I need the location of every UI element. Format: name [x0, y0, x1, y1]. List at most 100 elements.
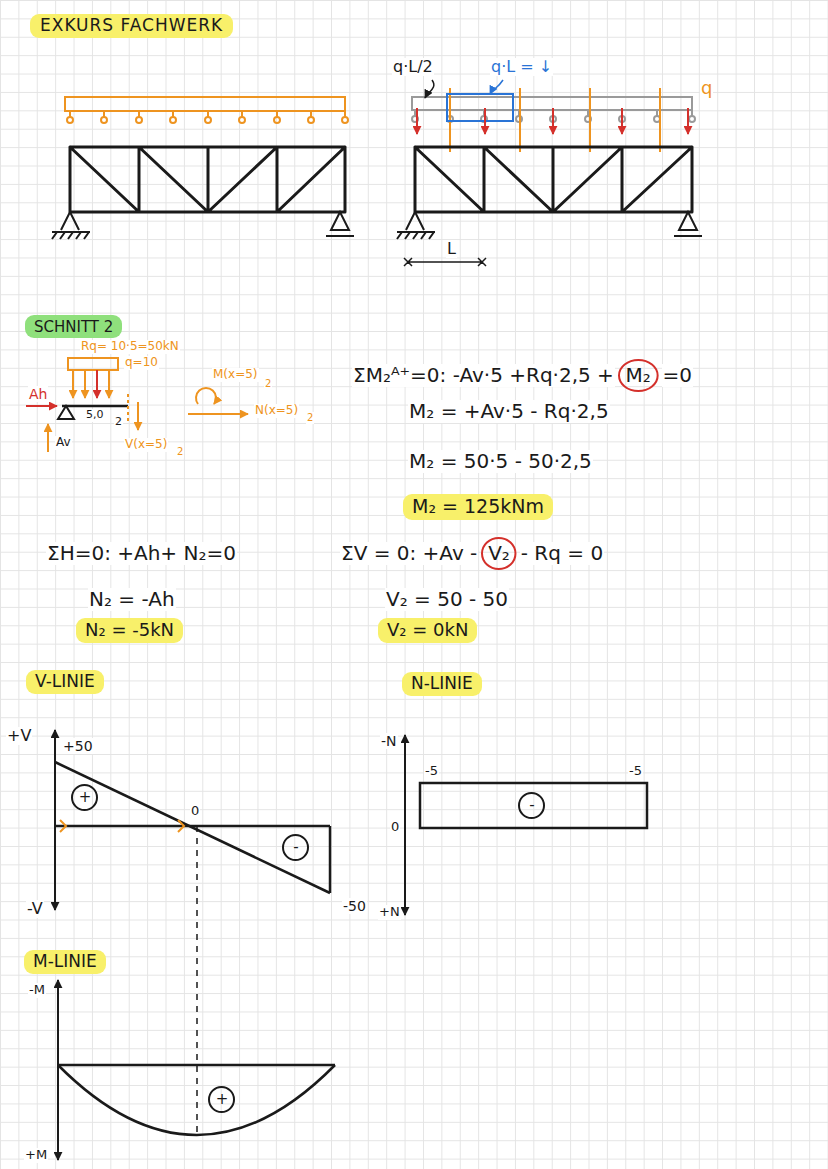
node-text: + [216, 1091, 229, 1108]
moment-label: M(x=5) [212, 368, 259, 382]
support-symbol [674, 212, 702, 236]
truss [415, 147, 692, 212]
equation: =0 [662, 364, 693, 387]
cut-label: 2 [114, 416, 123, 429]
equation: ΣH=0: +Ah+ N₂=0 [46, 542, 237, 565]
value-label: 0 [390, 820, 400, 835]
support-symbol [326, 212, 354, 236]
circled-term: M₂ [618, 359, 659, 392]
value-label: 0 [190, 804, 200, 819]
node-text: M-LINIE [33, 952, 97, 972]
node-load-arrow [621, 108, 623, 134]
node-text: V₂ [488, 542, 510, 565]
axis-label: -N [380, 733, 398, 749]
support-symbol [52, 212, 90, 239]
node-text: N₂ = -5kN [85, 620, 174, 641]
diagram-heading: V-LINIE [26, 670, 104, 694]
axis-label: +N [378, 905, 401, 920]
free-body [96, 370, 98, 398]
dimension-line [404, 258, 486, 266]
distributed-load [65, 97, 348, 123]
pointer [490, 80, 503, 94]
outline [283, 835, 308, 860]
free-body [58, 406, 74, 419]
resultant-label: Rq= 10·5=50kN [80, 340, 180, 354]
equation: - Rq = 0 [520, 542, 604, 565]
distributed-load [67, 117, 73, 123]
value-label: -5 [424, 764, 439, 779]
node-text: M₂ = 125kNm [412, 496, 544, 518]
distributed-load [136, 117, 142, 123]
dimension-label: L [446, 240, 457, 258]
load-value: q=10 [124, 356, 159, 370]
node-text: N-LINIE [411, 674, 473, 694]
pointer [425, 80, 434, 98]
free-body [72, 370, 74, 398]
shear-diagram [329, 826, 332, 893]
distributed-load [205, 117, 211, 123]
force-label: Ah [28, 386, 48, 402]
force-label: Av [55, 436, 72, 450]
dimension-label: 5,0 [85, 409, 105, 422]
free-body [188, 413, 248, 415]
distributed-load [689, 116, 695, 122]
node-load-arrow [552, 108, 554, 134]
circled-term: V₂ [481, 537, 516, 570]
equation: M₂ = 50·5 - 50·2,5 [408, 450, 593, 473]
truss [70, 147, 345, 212]
free-body [108, 370, 110, 398]
axis-label: -M [28, 983, 46, 998]
normal-force-diagram [405, 735, 647, 915]
shear-diagram [55, 762, 330, 893]
support-symbol [397, 212, 435, 239]
normal-force-diagram [420, 783, 647, 828]
node-text: V-LINIE [35, 672, 95, 692]
equation: M₂ = +Av·5 - Rq·2,5 [408, 400, 610, 423]
free-body [84, 370, 86, 398]
free-body [127, 394, 129, 422]
diagram-heading: M-LINIE [24, 950, 106, 974]
normal-force-diagram [404, 735, 406, 915]
node-text: + [79, 789, 92, 806]
result-highlight: N₂ = -5kN [76, 618, 183, 643]
moment-diagram [58, 1064, 335, 1067]
page-title: EXKURS FACHWERK [30, 14, 233, 38]
result-highlight: M₂ = 125kNm [403, 494, 553, 520]
axis-label: +V [6, 727, 32, 745]
node-load-arrow [416, 108, 418, 134]
node-load-arrow [417, 108, 688, 134]
node-load-arrow [484, 108, 486, 134]
formula-note: q·L/2 [392, 58, 434, 76]
outline [519, 793, 544, 818]
shear-diagram [60, 820, 184, 832]
truss [415, 147, 692, 212]
node-text: - [293, 839, 298, 856]
support-symbol [397, 212, 702, 239]
load-strip [447, 94, 513, 121]
subscript: 2 [176, 446, 184, 458]
subscript: 2 [264, 378, 272, 390]
outline [482, 538, 515, 569]
distributed-load [65, 97, 345, 111]
distributed-load [274, 117, 280, 123]
free-body [196, 388, 216, 404]
value-label: +50 [62, 738, 94, 754]
subscript: 2 [306, 412, 314, 424]
moment-diagram [58, 980, 335, 1160]
node-text: SCHNITT 2 [34, 319, 113, 336]
equation: V₂ = 50 - 50 [385, 588, 509, 611]
node-load-arrow [687, 108, 689, 134]
section-heading: SCHNITT 2 [25, 315, 122, 338]
equation: ΣV = 0: +Av - [340, 542, 478, 565]
axis-label: +M [24, 1148, 48, 1163]
free-body [137, 402, 139, 430]
shear-diagram [55, 730, 330, 910]
sign-marker: + [208, 1086, 235, 1113]
distributed-load [101, 117, 107, 123]
truss [70, 147, 345, 212]
guide-line [196, 826, 198, 1135]
free-body [47, 424, 49, 452]
dimension-line [404, 258, 486, 266]
